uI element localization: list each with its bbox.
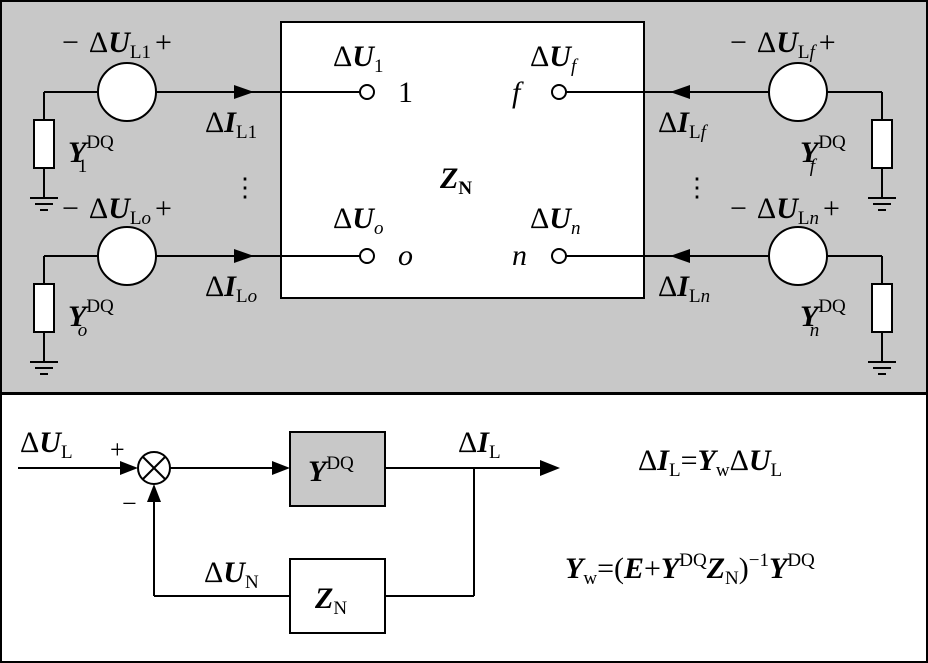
sum-minus-sign: − [122,489,137,518]
voltage-o-label: ΔUo [333,202,383,239]
current-Ln-label: ΔILn [658,270,710,307]
node-o-label: o [398,239,413,272]
block-Y-label: YDQ [308,453,354,488]
admittance-Y1 [33,119,55,169]
equation-2: Yw=(E+YDQZN)−1YDQ [565,550,815,589]
node-f [551,84,567,100]
voltage-source-Lo [97,226,157,286]
node-o [359,248,375,264]
block-Z-label: ZN [314,582,347,619]
ground-icon [30,361,58,375]
current-arrow-L1 [234,85,254,99]
current-arrow-Lo [234,249,254,263]
network-box [280,21,645,299]
admittance-Yo [33,283,55,333]
right-ellipsis: ⋮ [684,173,710,202]
node-1 [359,84,375,100]
network-label: ZN [439,162,472,199]
bottom-panel [0,393,928,663]
port-1-branch [30,62,375,211]
ground-icon [30,197,58,211]
node-1-label: 1 [398,76,413,109]
current-Lf-label: ΔILf [658,106,709,143]
port-o-branch [30,226,375,375]
output-label: ΔIL [458,426,501,463]
feedback-arrow [147,484,161,502]
voltage-source-L1 [97,62,157,122]
node-n [551,248,567,264]
summing-junction [137,451,171,485]
output-arrow [540,460,560,476]
current-L1-label: ΔIL1 [205,106,257,143]
port-n-branch [551,226,896,375]
source-Lo-label: −ΔULo+ [62,192,172,229]
feedback-label: ΔUN [204,556,259,593]
current-arrow-Lf [670,85,690,99]
source-Ln-label: −ΔULn+ [730,192,840,229]
equation-1: ΔIL=YwΔUL [638,444,782,481]
current-arrow-Ln [670,249,690,263]
ground-icon [868,361,896,375]
to-Y-arrow [272,461,290,475]
input-arrow [120,461,138,475]
node-n-label: n [512,239,527,272]
current-Lo-label: ΔILo [205,270,257,307]
left-ellipsis: ⋮ [232,173,258,202]
input-label: ΔUL [20,426,73,463]
sum-plus-sign: + [110,435,125,464]
voltage-f-label: ΔUf [530,40,579,77]
port-f-branch [551,62,896,211]
voltage-source-Lf [768,62,828,122]
admittance-Yf [871,119,893,169]
block-Z-N [289,558,386,634]
admittance-Yn [871,283,893,333]
voltage-1-label: ΔU1 [333,40,383,77]
voltage-n-label: ΔUn [530,202,580,239]
ground-icon [868,197,896,211]
source-Lf-label: −ΔULf+ [730,26,836,63]
voltage-source-Ln [768,226,828,286]
source-L1-label: −ΔUL1+ [62,26,172,63]
